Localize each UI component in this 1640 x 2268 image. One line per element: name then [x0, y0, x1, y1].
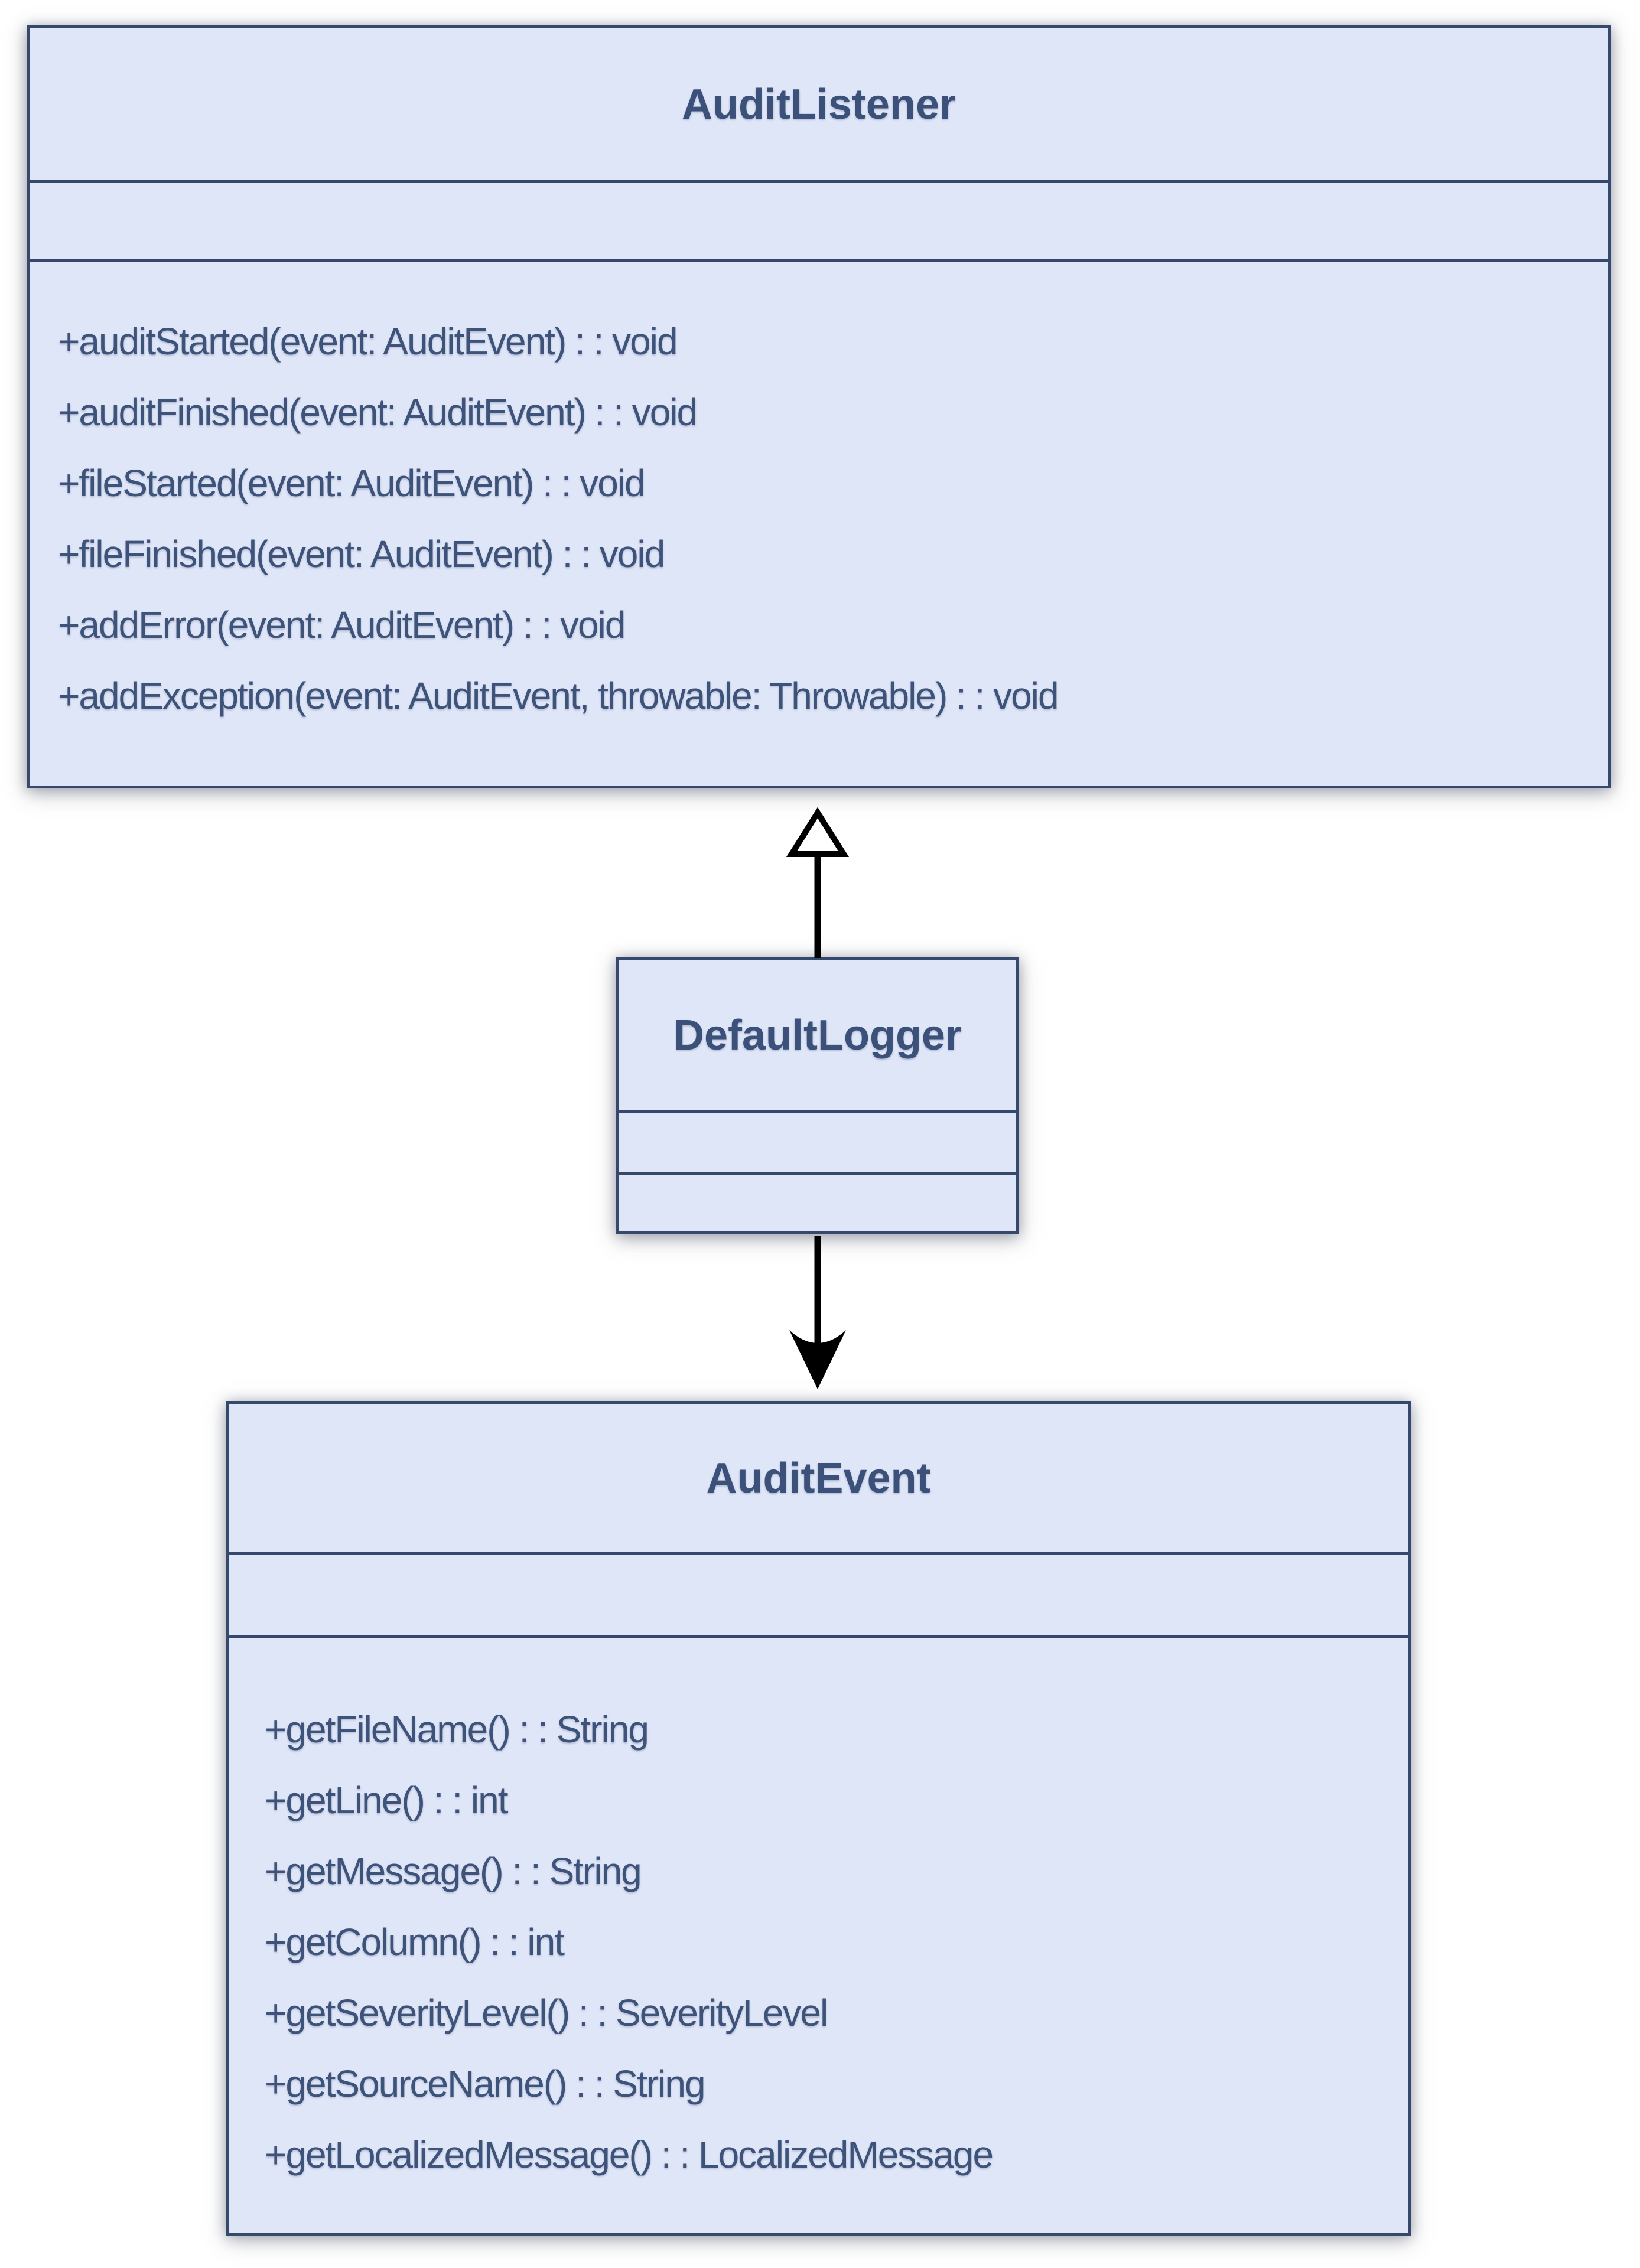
method-signature: +getLocalizedMessage() : : LocalizedMess…: [265, 2133, 994, 2176]
method-signature: +auditStarted(event: AuditEvent) : : voi…: [58, 320, 678, 363]
methods-compartment-defaultlogger: [619, 1175, 1016, 1231]
method-signature: +getColumn() : : int: [265, 1921, 565, 1963]
attributes-compartment-auditlistener: [30, 183, 1608, 262]
generalization-connector: [786, 807, 850, 958]
hollow-triangle-arrowhead-icon: [786, 807, 850, 857]
method-signature: +auditFinished(event: AuditEvent) : : vo…: [58, 391, 698, 434]
attributes-compartment-auditevent: [229, 1555, 1408, 1638]
method-signature: +getFileName() : : String: [265, 1708, 649, 1751]
method-signature: +fileFinished(event: AuditEvent) : : voi…: [58, 533, 665, 575]
attributes-compartment-defaultlogger: [619, 1113, 1016, 1175]
method-signature: +getSourceName() : : String: [265, 2062, 706, 2105]
class-box-auditevent: AuditEvent +getFileName() : : String +ge…: [226, 1401, 1411, 2236]
solid-barbed-arrowhead-icon: [789, 1330, 846, 1389]
method-signature: +fileStarted(event: AuditEvent) : : void: [58, 462, 646, 504]
association-connector: [789, 1236, 846, 1389]
methods-compartment-auditlistener: +auditStarted(event: AuditEvent) : : voi…: [30, 262, 1608, 786]
class-name-auditlistener: AuditListener: [30, 28, 1608, 183]
class-box-defaultlogger: DefaultLogger: [616, 957, 1019, 1234]
method-signature: +addError(event: AuditEvent) : : void: [58, 604, 626, 646]
method-signature: +getSeverityLevel() : : SeverityLevel: [265, 1992, 828, 2034]
class-name-auditevent: AuditEvent: [229, 1404, 1408, 1555]
method-signature: +addException(event: AuditEvent, throwab…: [58, 674, 1059, 717]
methods-compartment-auditevent: +getFileName() : : String +getLine() : :…: [229, 1638, 1408, 2233]
class-box-auditlistener: AuditListener +auditStarted(event: Audit…: [27, 25, 1611, 788]
method-signature: +getMessage() : : String: [265, 1850, 642, 1892]
method-signature: +getLine() : : int: [265, 1779, 508, 1821]
class-name-defaultlogger: DefaultLogger: [619, 960, 1016, 1113]
